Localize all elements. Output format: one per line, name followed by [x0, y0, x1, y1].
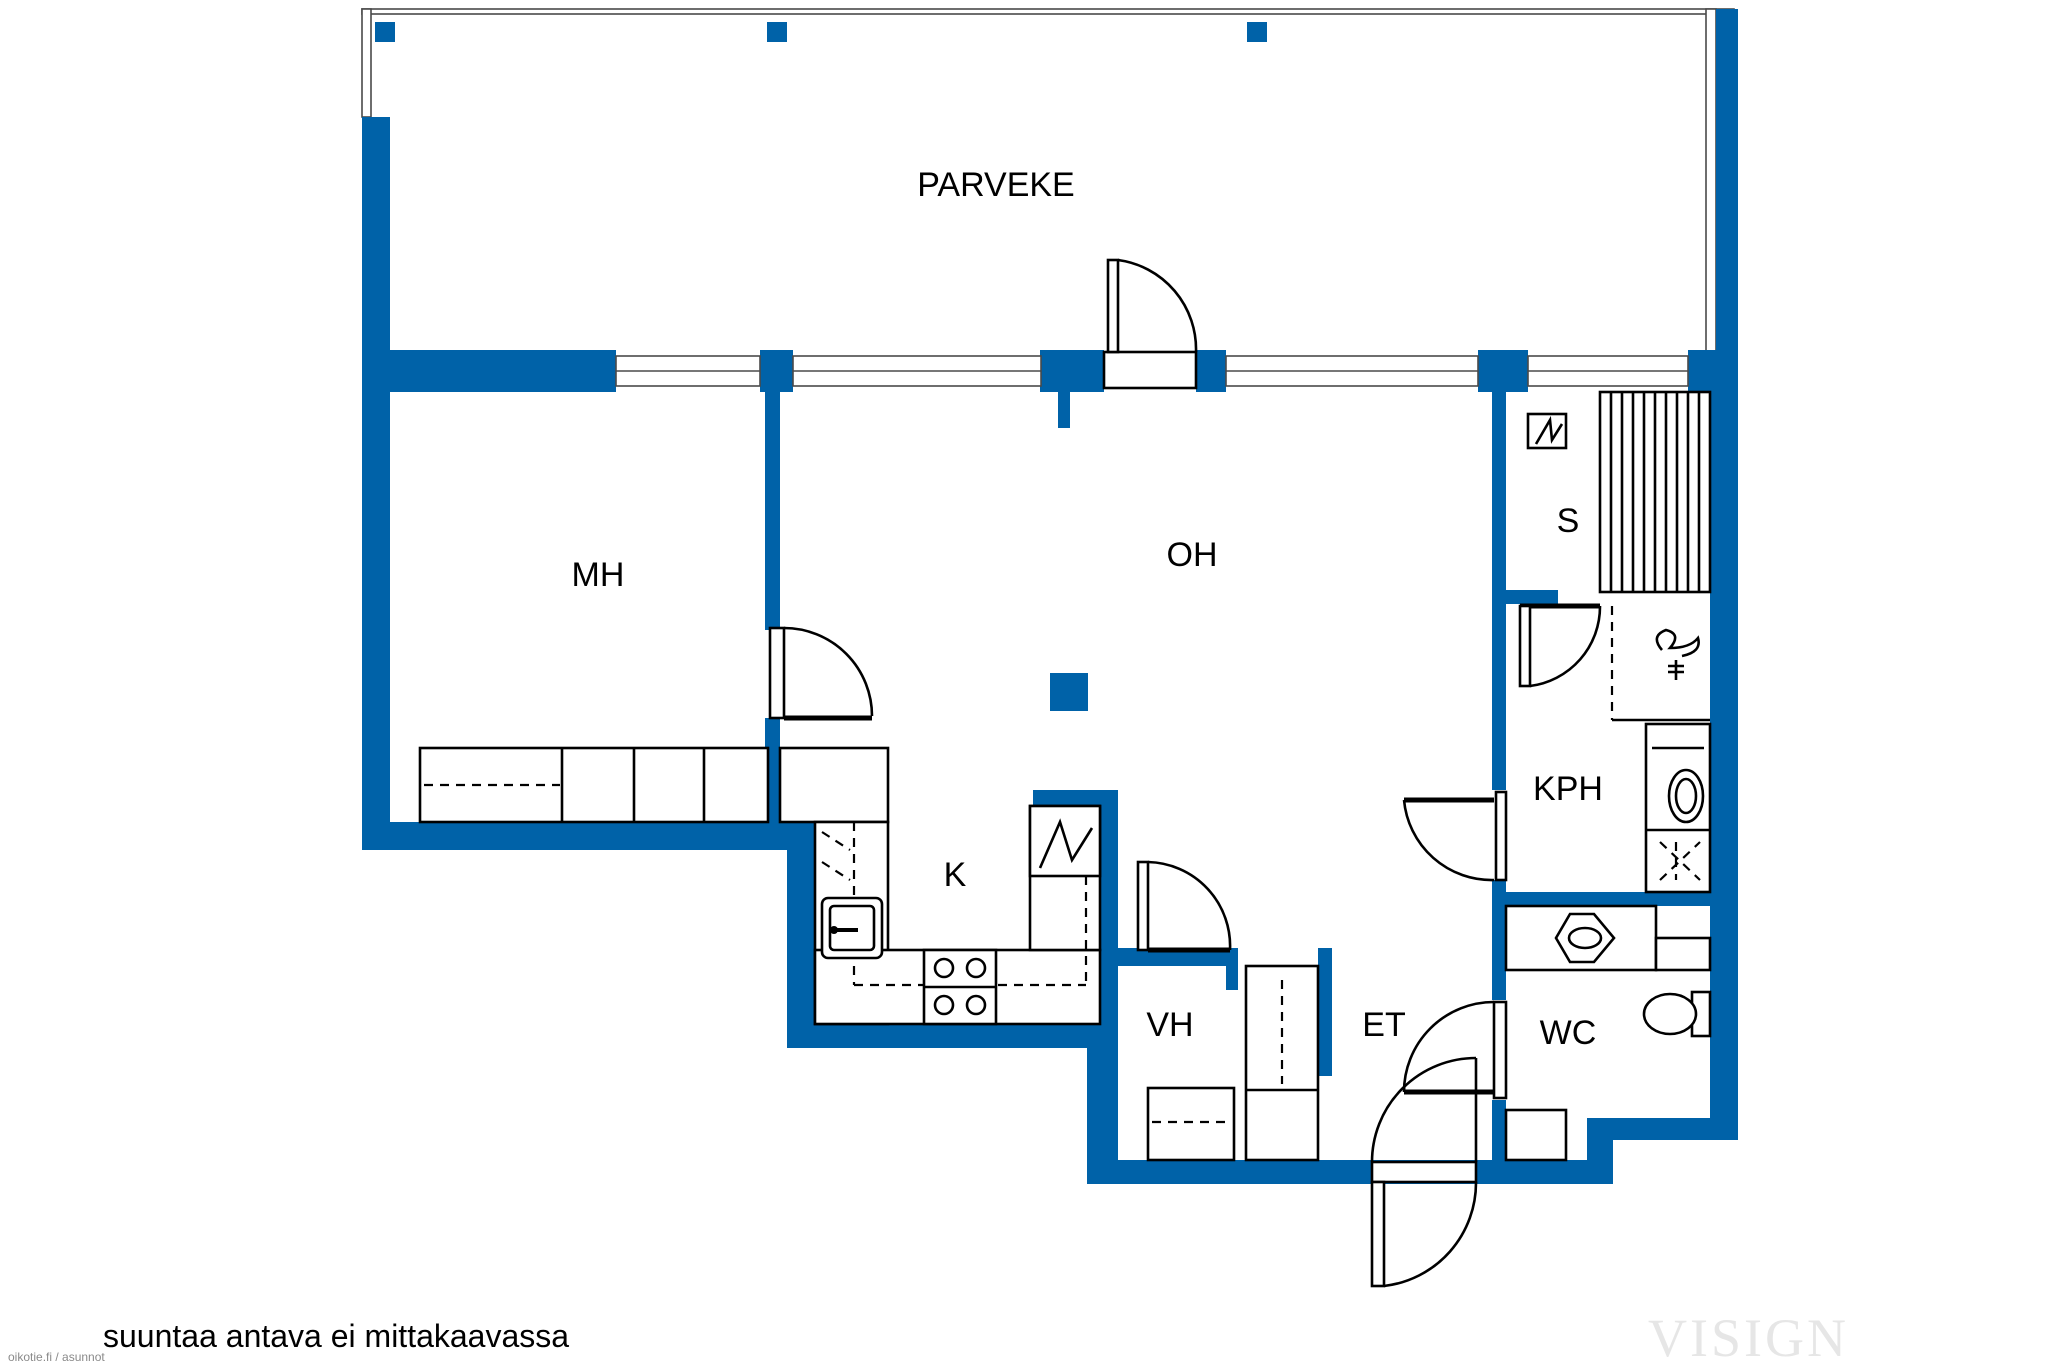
room-label-k: K	[944, 856, 967, 894]
kph-door	[1402, 790, 1508, 882]
room-label-wc: WC	[1540, 1014, 1597, 1052]
kitchen-sink	[820, 896, 884, 960]
walls	[362, 117, 1738, 1184]
balcony-door	[1102, 258, 1198, 390]
vh-door	[1136, 860, 1232, 953]
entrance-door	[1370, 1056, 1478, 1288]
bedroom-door	[768, 626, 874, 721]
source-credit: oikotie.fi / asunnot	[8, 1350, 105, 1364]
room-label-et: ET	[1362, 1006, 1405, 1044]
balcony-outline	[361, 8, 1738, 359]
room-label-mh: MH	[572, 556, 625, 594]
room-label-oh: OH	[1167, 536, 1218, 574]
bedroom-wardrobes	[418, 746, 770, 824]
room-label-vh: VH	[1146, 1006, 1193, 1044]
sauna-door	[1518, 603, 1602, 688]
brand-watermark: VISIGN	[1648, 1308, 1849, 1368]
room-label-s: S	[1557, 502, 1580, 540]
vh-closets	[1146, 964, 1320, 1162]
wc-fixtures	[1504, 904, 1712, 1162]
sauna-bench	[1598, 390, 1712, 594]
windows	[615, 355, 1689, 387]
room-label-parveke: PARVEKE	[917, 166, 1074, 204]
room-label-kph: KPH	[1533, 770, 1603, 808]
scale-disclaimer: suuntaa antava ei mittakaavassa	[103, 1318, 570, 1354]
wc-door	[1402, 1000, 1508, 1100]
kph-fixtures	[1610, 606, 1712, 894]
sauna-heater-icon	[1526, 412, 1568, 450]
kitchen-stove	[922, 948, 998, 1026]
